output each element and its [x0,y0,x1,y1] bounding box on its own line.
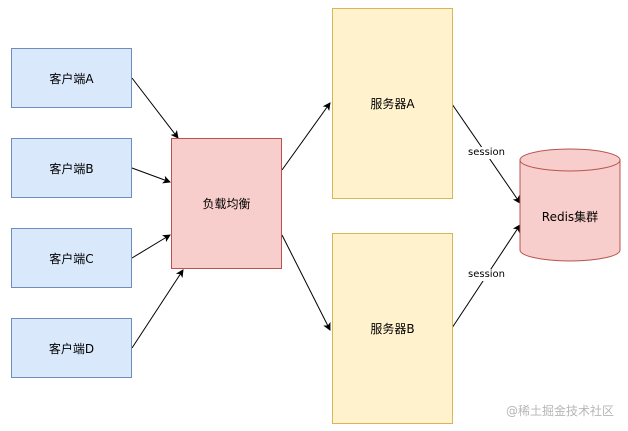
arrow-client-a-to-lb [131,77,179,139]
load-balancer-label: 负载均衡 [202,197,251,211]
redis-label-box: Redis集群 [520,172,620,260]
server-b-box: 服务器B [332,233,453,424]
arrow-client-c-to-lb [131,234,171,259]
server-b-label: 服务器B [370,322,415,336]
client-c-box: 客户端C [11,228,132,288]
session-label-top: session [466,147,508,159]
client-a-box: 客户端A [11,48,132,108]
arrow-lb-to-server-b [281,234,331,331]
arrow-client-b-to-lb [131,167,171,184]
client-b-label: 客户端B [49,161,94,176]
client-d-label: 客户端D [48,341,95,356]
session-label-bottom: session [466,269,508,281]
watermark-text: @稀土掘金技术社区 [505,404,614,418]
load-balancer-box: 负载均衡 [171,138,282,269]
server-a-box: 服务器A [332,8,453,199]
redis-label: Redis集群 [541,209,599,224]
client-b-box: 客户端B [11,138,132,198]
redis-cylinder [519,148,621,262]
client-a-label: 客户端A [49,71,94,86]
arrow-lb-to-server-a [281,102,331,171]
client-d-box: 客户端D [11,318,132,378]
client-c-label: 客户端C [49,251,94,266]
server-a-label: 服务器A [370,97,415,111]
arrow-client-d-to-lb [131,269,184,349]
